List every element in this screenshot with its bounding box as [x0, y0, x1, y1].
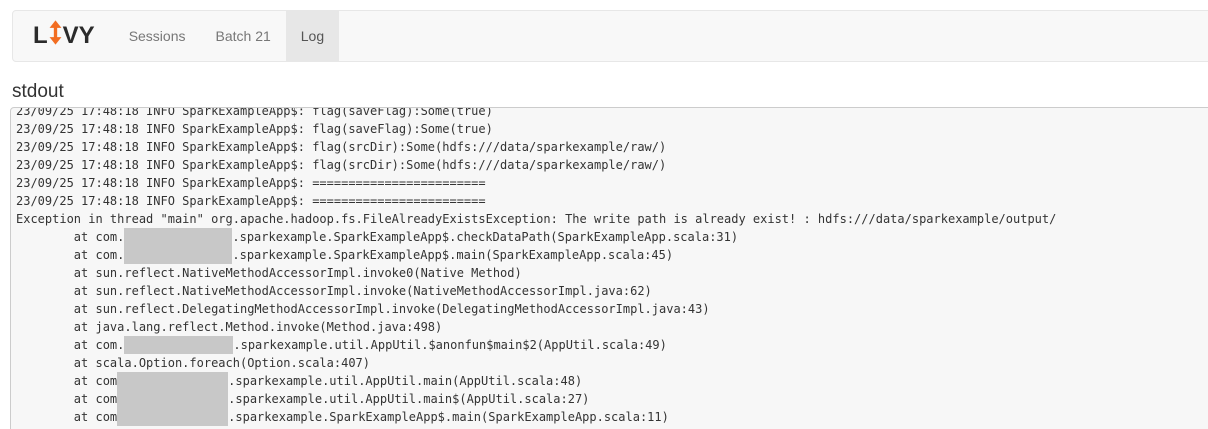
log-line: at java.lang.reflect.Method.invoke(Metho… [16, 320, 443, 334]
log-line: at com.sparkexample.util.AppUtil.main$(A… [16, 390, 590, 408]
log-line: at com.sparkexample.util.AppUtil.main(Ap… [16, 372, 583, 390]
log-line: 23/09/25 17:48:18 INFO SparkExampleApp$:… [16, 122, 493, 136]
log-line: at com..sparkexample.SparkExampleApp$.ch… [16, 228, 739, 246]
log-content: 23/09/25 17:48:18 INFO SparkExampleApp$:… [16, 107, 1208, 426]
redacted-text [117, 408, 229, 426]
tab-batch-21: Batch 21 [201, 11, 286, 61]
redacted-text [117, 390, 229, 408]
log-line: 23/09/25 17:48:18 INFO SparkExampleApp$:… [16, 140, 667, 154]
log-line: at com..sparkexample.util.AppUtil.$anonf… [16, 336, 667, 354]
tab-log-link[interactable]: Log [285, 11, 340, 61]
up-down-arrow-icon [49, 20, 62, 52]
log-line: at com..sparkexample.SparkExampleApp$.ma… [16, 246, 674, 264]
log-line: at sun.reflect.DelegatingMethodAccessorI… [16, 302, 710, 316]
navbar-tabs: Sessions Batch 21 Log [114, 11, 340, 61]
redacted-text [124, 246, 233, 264]
log-line: 23/09/25 17:48:18 INFO SparkExampleApp$:… [16, 176, 486, 190]
tab-log: Log [285, 11, 340, 61]
redacted-text [124, 336, 234, 354]
stdout-heading: stdout [12, 81, 64, 102]
log-line: Exception in thread "main" org.apache.ha… [16, 212, 1057, 226]
log-line: at sun.reflect.NativeMethodAccessorImpl.… [16, 284, 652, 298]
log-line: at com.sparkexample.SparkExampleApp$.mai… [16, 408, 669, 426]
log-line: at scala.Option.foreach(Option.scala:407… [16, 356, 371, 370]
logo-text-right: VY [62, 22, 95, 49]
navbar: L VY Sessions Batch 21 Log [12, 10, 1208, 62]
tab-sessions: Sessions [114, 11, 201, 61]
redacted-text [124, 228, 233, 246]
livy-logo[interactable]: L VY [13, 11, 114, 61]
log-line: at sun.reflect.NativeMethodAccessorImpl.… [16, 266, 522, 280]
log-line: 23/09/25 17:48:18 INFO SparkExampleApp$:… [16, 158, 667, 172]
redacted-text [117, 372, 229, 390]
tab-batch-21-link[interactable]: Batch 21 [215, 28, 271, 44]
log-line: 23/09/25 17:48:18 INFO SparkExampleApp$:… [16, 107, 493, 118]
tab-sessions-link[interactable]: Sessions [128, 28, 186, 44]
logo-text-left: L [33, 22, 48, 49]
log-line: 23/09/25 17:48:18 INFO SparkExampleApp$:… [16, 194, 486, 208]
log-output-panel[interactable]: 23/09/25 17:48:18 INFO SparkExampleApp$:… [10, 107, 1208, 429]
